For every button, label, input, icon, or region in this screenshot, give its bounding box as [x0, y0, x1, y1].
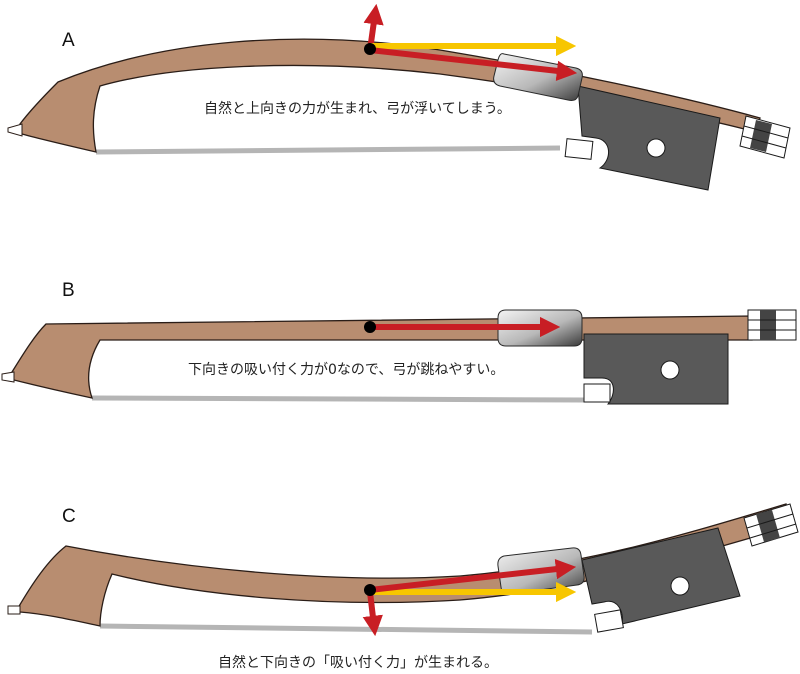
- panel-a: A 自然と上向きの力が生まれ、弓が浮いてしまう。: [7, 3, 791, 191]
- bow-frog: [583, 333, 729, 405]
- force-resultant-arrow: [369, 559, 577, 593]
- bow-screw: [743, 503, 799, 547]
- force-down-arrow: [362, 591, 383, 637]
- panel-b-caption: 下向きの吸い付く力が0なので、弓が跳ねやすい。: [188, 362, 504, 378]
- bow-tip: [7, 123, 23, 137]
- bow-hair: [91, 395, 585, 403]
- bow-screw: [739, 115, 791, 159]
- bow-frog: [581, 527, 741, 633]
- panel-c-label: C: [62, 506, 76, 527]
- contact-point: [364, 43, 376, 55]
- panel-b-label: B: [62, 280, 75, 301]
- frog-eye-icon: [660, 360, 680, 380]
- force-resultant-arrow: [369, 47, 578, 82]
- frog-eye-icon: [646, 138, 666, 158]
- contact-point: [364, 321, 376, 333]
- panel-a-caption: 自然と上向きの力が生まれ、弓が浮いてしまう。: [204, 100, 511, 117]
- bow-screw: [747, 309, 797, 341]
- frog-eye-icon: [670, 576, 690, 596]
- contact-point: [364, 584, 376, 596]
- panel-a-label: A: [62, 30, 75, 51]
- bow-tip: [7, 605, 21, 615]
- bow-ferrule: [493, 53, 583, 101]
- panel-c-caption: 自然と下向きの「吸い付く力」が生まれる。: [218, 654, 498, 671]
- panel-b: B 下向きの吸い付く力が0なので、弓が跳ねやすい。: [1, 280, 797, 405]
- bow-hair: [99, 623, 593, 635]
- bow-frog: [564, 85, 721, 191]
- bow-hair: [95, 145, 561, 155]
- panel-c: C 自然と下向きの「吸い付く力」が生まれる。: [7, 503, 799, 671]
- bow-tip: [1, 371, 15, 383]
